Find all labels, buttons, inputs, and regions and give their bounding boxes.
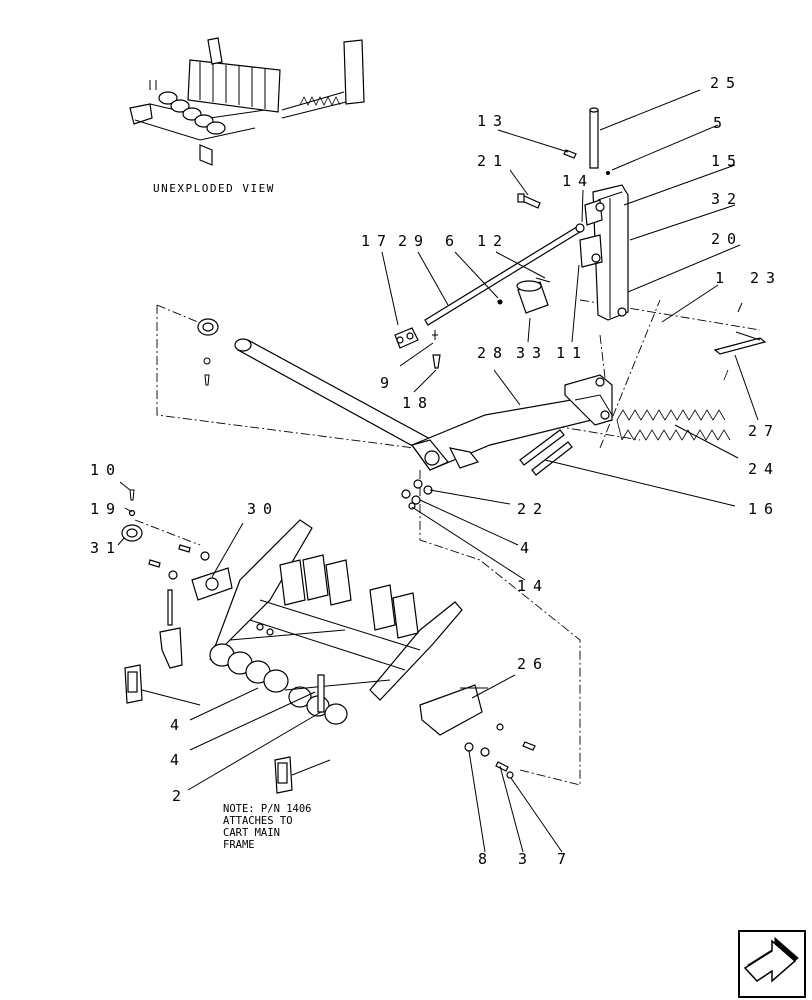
upper-arm-assembly: [197, 107, 767, 510]
callout-9: 9: [380, 374, 396, 392]
callout-11: 11: [556, 344, 588, 362]
callout-27: 27: [748, 422, 780, 440]
callout-4-lower-b: 4: [170, 751, 186, 769]
callout-30: 30: [247, 500, 279, 518]
callout-14-lower: 14: [517, 577, 549, 595]
callout-8: 8: [478, 850, 494, 868]
callout-21: 21: [477, 152, 509, 170]
note-line-2: ATTACHES TO: [223, 815, 293, 827]
callout-10: 10: [90, 461, 122, 479]
callout-4-lower-a: 4: [170, 716, 186, 734]
callout-4-upper: 4: [520, 539, 536, 557]
callout-3: 3: [518, 850, 534, 868]
note-line-3: CART MAIN: [223, 827, 280, 839]
callout-15: 15: [711, 152, 743, 170]
callout-29: 29: [398, 232, 430, 250]
note-line-1: NOTE: P/N 1406: [223, 803, 312, 815]
lower-frame-assembly: [121, 489, 536, 794]
callout-7: 7: [557, 850, 573, 868]
attachment-note: NOTE: P/N 1406 ATTACHES TO CART MAIN FRA…: [223, 803, 312, 851]
callout-33: 33: [516, 344, 548, 362]
callout-31: 31: [90, 539, 122, 557]
callout-20: 20: [711, 230, 743, 248]
note-line-4: FRAME: [223, 839, 255, 851]
callout-17: 17: [361, 232, 393, 250]
callout-13: 13: [477, 112, 509, 130]
callout-32: 32: [711, 190, 743, 208]
next-arrow-icon[interactable]: [738, 930, 806, 998]
callout-16: 16: [748, 500, 780, 518]
callout-19: 19: [90, 500, 122, 518]
callout-6: 6: [445, 232, 461, 250]
callout-23: 23: [750, 269, 782, 287]
callout-25: 25: [710, 74, 742, 92]
callout-5: 5: [713, 114, 729, 132]
callout-18: 18: [402, 394, 434, 412]
leader-lines: [117, 89, 759, 853]
callout-24: 24: [748, 460, 780, 478]
unexploded-view-caption: UNEXPLODED VIEW: [153, 182, 275, 195]
callout-14-upper: 14: [562, 172, 594, 190]
callout-1: 1: [715, 269, 731, 287]
callout-12: 12: [477, 232, 509, 250]
callout-labels: 25 5 13 15 21 14 32 17 29 6 12 20 1 23 2…: [90, 74, 782, 868]
callout-2: 2: [172, 787, 188, 805]
callout-26: 26: [517, 655, 549, 673]
unexploded-view-illustration: [129, 37, 365, 166]
callout-22: 22: [517, 500, 549, 518]
callout-28: 28: [477, 344, 509, 362]
